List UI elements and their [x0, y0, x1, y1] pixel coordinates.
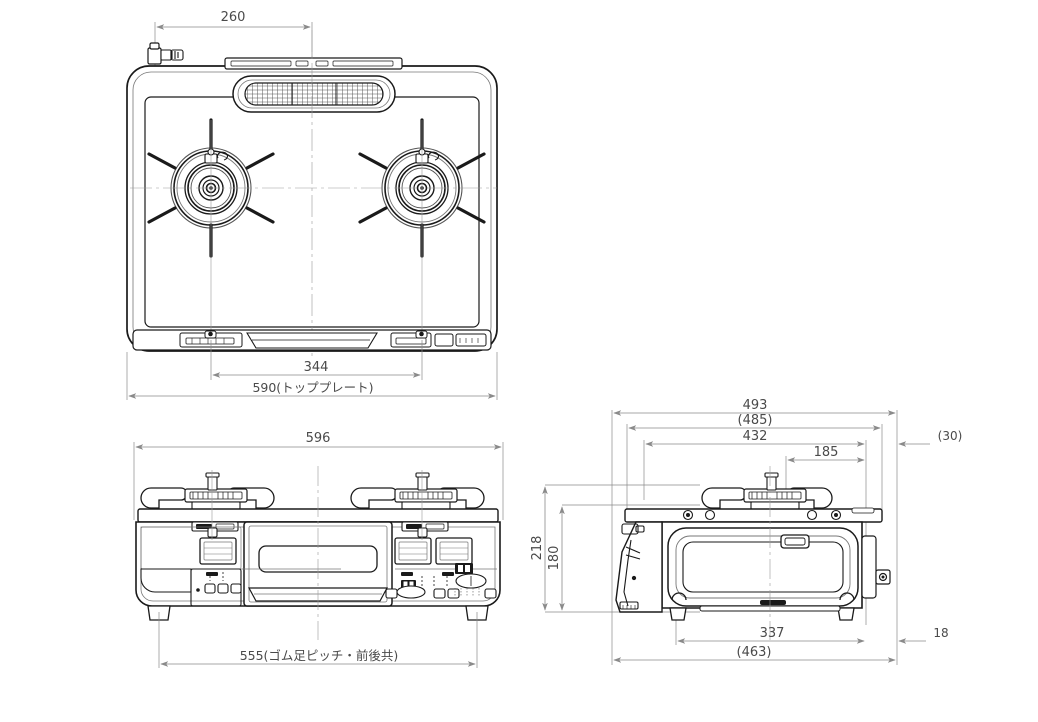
side-bottom-vent: [760, 600, 786, 605]
dimension-344: 344: [210, 340, 423, 380]
dimension-337: 337: [677, 626, 865, 644]
dimension-485: (485): [628, 413, 881, 431]
side-rear-bracket: [615, 521, 663, 613]
gas-inlet-connector: [147, 42, 184, 65]
right-panel-buttons[interactable]: [385, 573, 497, 599]
dimension-432: 432: [645, 429, 865, 447]
front-elevation-view: 596: [133, 431, 504, 668]
dimension-590: 590(トッププレート): [126, 352, 498, 400]
left-burner-display: [199, 537, 237, 565]
front-ignition-bar-left: [191, 521, 239, 538]
side-rubber-foot-front: [669, 592, 687, 621]
right-burner-front: [394, 472, 458, 510]
dimension-label-493: 493: [743, 398, 768, 413]
side-top-plate-fasteners: [682, 507, 875, 521]
dimension-218: 218: [530, 486, 548, 611]
dimension-596: 596: [133, 431, 504, 520]
side-rubber-foot-rear: [837, 592, 855, 621]
dimension-label-30: (30): [938, 429, 963, 443]
dimension-18: 18: [898, 626, 949, 644]
dimension-label-596: 596: [306, 431, 331, 446]
dimension-555: 555(ゴム足ピッチ・前後共): [158, 612, 478, 668]
dimension-label-218: 218: [530, 536, 545, 561]
dimension-493: 493: [613, 398, 896, 416]
grill-exhaust-vent: [232, 75, 396, 113]
dimension-185: 185: [787, 445, 865, 463]
dimension-180: 180: [547, 506, 565, 611]
dimension-label-485: (485): [738, 413, 773, 428]
side-grill-door: [667, 527, 859, 607]
dimension-label-463: (463): [737, 645, 772, 660]
dimension-463: (463): [613, 645, 896, 663]
dimension-label-18: 18: [933, 626, 948, 640]
dimension-label-432: 432: [743, 429, 768, 444]
right-control-panel: [385, 537, 497, 599]
dimension-label-344: 344: [304, 360, 329, 375]
dimension-label-185: 185: [814, 445, 839, 460]
rear-trim-bar: [224, 57, 403, 70]
dimension-label-590: 590(トッププレート): [252, 380, 373, 395]
left-burner-front: [184, 472, 248, 510]
side-top-plate-slab: [624, 508, 883, 523]
centerline-group: [130, 30, 497, 360]
dimension-label-555: 555(ゴム足ピッチ・前後共): [240, 648, 399, 663]
left-panel-indicator-dot: [196, 588, 200, 592]
dimension-30: (30): [898, 429, 963, 447]
left-control-panel: [140, 526, 341, 607]
dimension-label-337: 337: [760, 626, 785, 641]
right-burner-display-a: [394, 537, 432, 565]
front-ignition-bar-right: [401, 521, 449, 538]
dimension-label-180: 180: [547, 546, 562, 571]
side-right-protrusion: [861, 535, 891, 599]
top-view-front-control-strip: [132, 329, 492, 351]
side-burner-assembly: [743, 472, 807, 510]
dimension-label-260: 260: [221, 10, 246, 25]
left-panel-buttons[interactable]: [204, 583, 242, 594]
side-rear-bracket-detail: [619, 523, 645, 610]
right-burner-display-b: [435, 537, 473, 565]
top-plan-view: 260: [126, 10, 498, 400]
right-side-elevation-view: 493 (485) 432 185 (30) 218 180: [530, 398, 962, 665]
left-panel-knob-recess: [140, 568, 192, 593]
front-centerline-group: [211, 466, 423, 640]
